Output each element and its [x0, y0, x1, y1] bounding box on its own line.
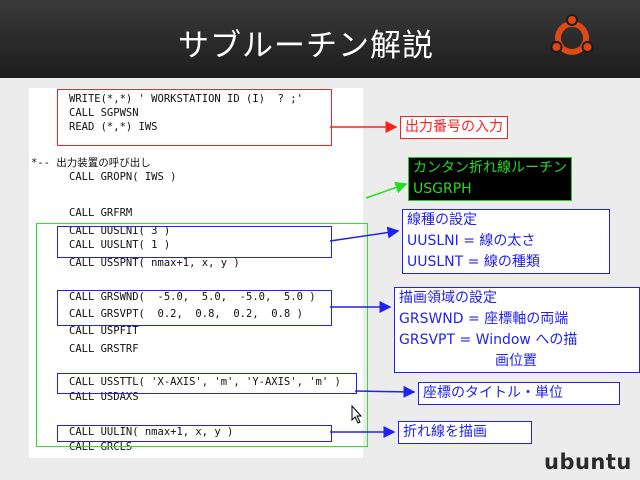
code-line: CALL USPFIT — [69, 325, 139, 337]
code-line: WRITE(*,*) ' WORKSTATION ID (I) ? ;' — [69, 93, 303, 105]
code-line: CALL GRSTRF — [69, 343, 139, 355]
callout-draw-line: 折れ線を描画 — [398, 421, 532, 444]
code-line: CALL UULIN( nmax+1, x, y ) — [69, 426, 234, 438]
highlight-output-block — [57, 89, 332, 146]
callout-text: 折れ線を描画 — [403, 424, 487, 440]
callout-drawing-region: 描画領域の設定 GRSWND = 座標軸の両端 GRSVPT = Window … — [394, 287, 640, 373]
code-line: CALL UUSLNI( 3 ) — [69, 225, 171, 237]
code-line: CALL GRFRM — [69, 207, 133, 219]
code-line: CALL GRSWND( -5.0, 5.0, -5.0, 5.0 ) — [69, 291, 316, 303]
code-line: CALL SGPWSN — [69, 107, 139, 119]
slide-header — [0, 0, 640, 78]
code-line: CALL GRCLS — [69, 441, 133, 453]
callout-line-type: 線種の設定 UUSLNI = 線の太さ UUSLNT = 線の種類 — [402, 209, 610, 274]
callout-text: UUSLNT = 線の種類 — [407, 254, 540, 270]
code-line: READ (*,*) IWS — [69, 121, 158, 133]
callout-text: 描画領域の設定 — [399, 290, 497, 306]
code-line: CALL UUSLNT( 1 ) — [69, 239, 171, 251]
callout-text: USGRPH — [413, 181, 472, 197]
callout-text: 画位置 — [495, 353, 537, 369]
code-line: CALL GRSVPT( 0.2, 0.8, 0.2, 0.8 ) — [69, 308, 303, 320]
ubuntu-wordmark: ubuntu — [544, 450, 632, 474]
callout-text: 出力番号の入力 — [405, 119, 503, 135]
mouse-pointer-icon — [351, 405, 363, 424]
callout-kantan-routine: カンタン折れ線ルーチン USGRPH — [408, 157, 572, 201]
callout-text: GRSVPT = Window への描 — [399, 332, 578, 348]
callout-title-unit: 座標のタイトル・単位 — [418, 382, 620, 405]
callout-text: GRSWND = 座標軸の両端 — [399, 311, 569, 327]
code-comment: *-- 出力装置の呼び出し — [31, 157, 151, 169]
callout-text: 座標のタイトル・単位 — [423, 385, 563, 401]
highlight-line-type — [57, 226, 332, 258]
callout-text: 線種の設定 — [407, 212, 477, 228]
highlight-title-unit — [57, 373, 357, 394]
callout-output-number: 出力番号の入力 — [400, 116, 508, 139]
code-line: CALL USSPNT( nmax+1, x, y ) — [69, 257, 240, 269]
highlight-region — [57, 290, 332, 326]
code-line: CALL USSTTL( 'X-AXIS', 'm', 'Y-AXIS', 'm… — [69, 376, 341, 388]
brand-text: ubuntu — [544, 450, 632, 474]
code-line: CALL USDAXS — [69, 391, 139, 403]
code-line: CALL GROPN( IWS ) — [69, 171, 177, 183]
slide-title: サブルーチン解説 — [178, 28, 434, 64]
callout-text: カンタン折れ線ルーチン — [413, 160, 567, 176]
ubuntu-logo-icon — [550, 14, 594, 55]
code-listing: WRITE(*,*) ' WORKSTATION ID (I) ? ;' CAL… — [29, 88, 363, 458]
highlight-usgrph-block — [36, 223, 368, 447]
callout-text: UUSLNI = 線の太さ — [407, 233, 536, 249]
highlight-draw — [57, 425, 332, 442]
